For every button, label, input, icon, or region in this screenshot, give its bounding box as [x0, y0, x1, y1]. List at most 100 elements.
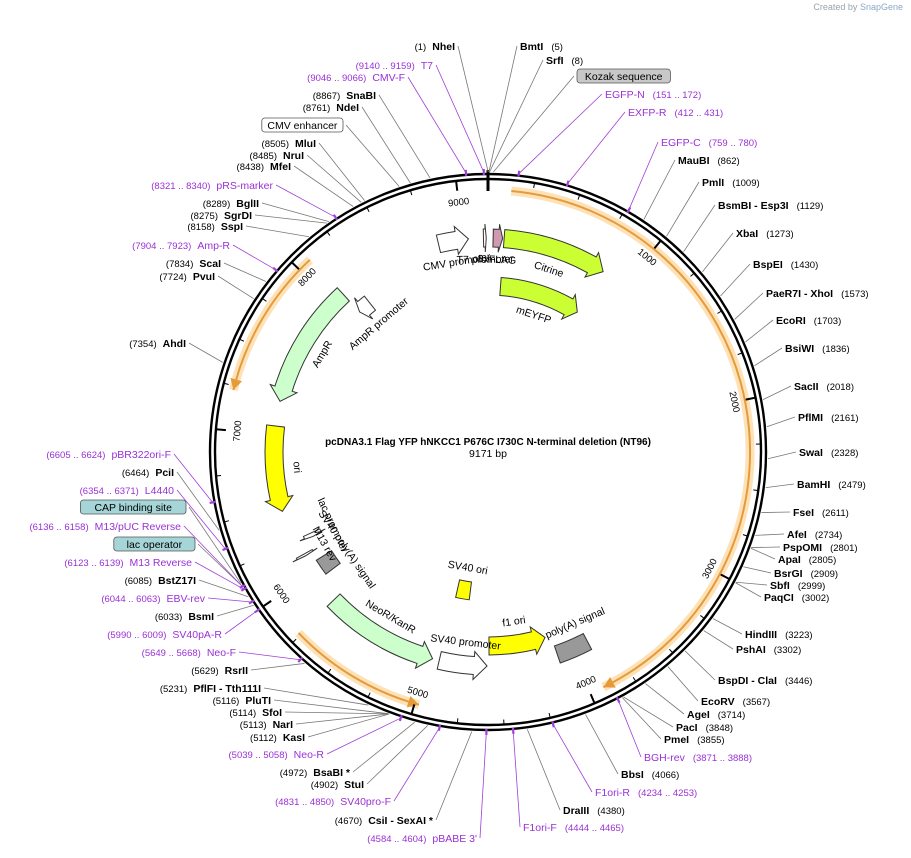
enzyme-label-bsmi: (6033)BsmI — [155, 611, 214, 623]
enzyme-label-scai: (7834)ScaI — [166, 258, 221, 270]
tick-label: 7000 — [232, 420, 245, 442]
tick-mark — [753, 489, 759, 492]
label-name: PflMI — [798, 412, 823, 424]
enzyme-label-pmli: PmlI(1009) — [702, 177, 760, 189]
primer-site-mark — [240, 586, 248, 592]
feature-label: Citrine — [532, 259, 565, 280]
label-name: M13 Reverse — [130, 557, 193, 569]
label-text: BspDI - ClaI(3446) — [718, 675, 812, 687]
label-text: (8275)SgrDI — [191, 210, 253, 222]
label-position: (3002) — [802, 593, 829, 604]
label-name: AfeI — [787, 529, 807, 541]
tick-mark — [223, 520, 230, 523]
label-name: BsrGI — [774, 568, 803, 580]
leader-line — [194, 561, 245, 590]
orf-arrow-line — [232, 259, 311, 391]
leader-line — [188, 342, 223, 363]
tick-mark — [717, 310, 722, 314]
plasmid-center: pcDNA3.1 Flag YFP hNKCC1 P676C I730C N-t… — [325, 437, 651, 460]
leader-line — [254, 214, 327, 224]
label-position: (8505) — [262, 139, 289, 150]
label-text: (8321 .. 8340)pRS-marker — [151, 180, 273, 192]
leader-line — [712, 618, 743, 635]
leader-line — [307, 713, 390, 738]
label-name: SbfI — [770, 580, 790, 592]
tick-mark — [720, 573, 731, 581]
label-name: Kozak sequence — [585, 71, 663, 83]
label-position: (4380) — [597, 806, 624, 817]
plasmid-length: 9171 bp — [469, 448, 507, 460]
primer-site-mark — [222, 546, 229, 552]
label-name: XbaI — [736, 228, 758, 240]
leader-line — [735, 581, 768, 586]
label-name: BstZ17I — [158, 575, 196, 587]
leader-line — [245, 225, 309, 238]
leader-line — [318, 142, 365, 201]
leader-line — [361, 106, 411, 184]
feature-label: SV40 promoter — [430, 632, 502, 652]
label-name: SV40pro-F — [340, 796, 391, 808]
label-position: (2018) — [827, 382, 854, 393]
tick-label: 9000 — [448, 196, 470, 209]
label-position: (4444 .. 4465) — [565, 823, 624, 834]
label-box — [576, 68, 671, 84]
feature-label: 3xFLAG — [477, 253, 516, 267]
label-text: (5231)PflFI - Tth111I — [160, 683, 261, 695]
label-text: (8485)NruI — [250, 150, 305, 162]
enzyme-label-pflfi-tth111i: (5231)PflFI - Tth111I — [160, 683, 261, 695]
orf-arrowhead — [230, 377, 242, 390]
enzyme-label-pshai: PshAI(3302) — [736, 644, 801, 656]
tick-label: 2000 — [726, 391, 741, 414]
leader-line — [238, 651, 301, 661]
enzyme-label-sacii: SacII(2018) — [794, 381, 854, 393]
leader-line — [393, 727, 440, 802]
label-text: (4670)CsiI - SexAI * — [335, 815, 434, 827]
label-text: PacI(3848) — [676, 722, 733, 734]
primer-site-mark — [272, 266, 279, 273]
enzyme-label-sgrdi: (8275)SgrDI — [191, 210, 253, 222]
leader-line — [366, 725, 429, 785]
tick-mark — [632, 677, 637, 682]
orf-arcs — [229, 186, 755, 710]
label-text: (8289)BglII — [203, 198, 259, 210]
label-name: PacI — [676, 722, 698, 734]
label-name: CMV-F — [372, 72, 405, 84]
tick-mark — [742, 534, 748, 537]
enzyme-label-ecori: EcoRI(1703) — [776, 315, 841, 327]
leader-line — [250, 663, 305, 671]
tick-mark — [690, 272, 695, 277]
label-position: (4972) — [280, 768, 307, 779]
leader-line — [261, 202, 330, 222]
tick-mark — [261, 298, 267, 302]
tick-mark — [215, 428, 226, 432]
label-position: (8438) — [237, 162, 264, 173]
label-name: EGFP-N — [605, 89, 645, 101]
label-position: (5116) — [213, 696, 240, 707]
primer-site-mark — [437, 724, 442, 731]
label-name: PmlI — [702, 177, 724, 189]
label-text: BGH-rev(3871 .. 3888) — [644, 752, 752, 764]
enzyme-label-srfi: SrfI(8) — [546, 55, 583, 67]
label-name: pRS-marker — [216, 180, 273, 192]
label-position: (4584 .. 4604) — [367, 834, 426, 845]
enzyme-label-snabi: (8867)SnaBI — [313, 90, 376, 102]
label-name: MfeI — [270, 161, 291, 173]
feature-ori — [264, 424, 294, 513]
feature-meyfp — [499, 276, 578, 321]
label-text: XbaI(1273) — [736, 228, 794, 240]
label-position: (7354) — [129, 339, 156, 350]
leader-line — [750, 547, 776, 560]
label-position: (2479) — [838, 480, 865, 491]
primer-label-neo-r: (5039 .. 5058)Neo-R — [229, 749, 325, 761]
leader-line — [702, 232, 734, 273]
label-text: BbsI(4066) — [621, 769, 679, 781]
label-position: (1836) — [822, 344, 849, 355]
label-text: BspEI(1430) — [753, 259, 818, 271]
label-position: (8275) — [191, 211, 218, 222]
label-name: CAP binding site — [94, 502, 172, 514]
label-position: (4831 .. 4850) — [275, 797, 334, 808]
enzyme-label-bsmbi-esp3i: BsmBI - Esp3I(1129) — [718, 200, 823, 212]
leader-line — [435, 64, 485, 173]
label-position: (6605 .. 6624) — [46, 450, 105, 461]
label-text: FseI(2611) — [793, 507, 849, 519]
